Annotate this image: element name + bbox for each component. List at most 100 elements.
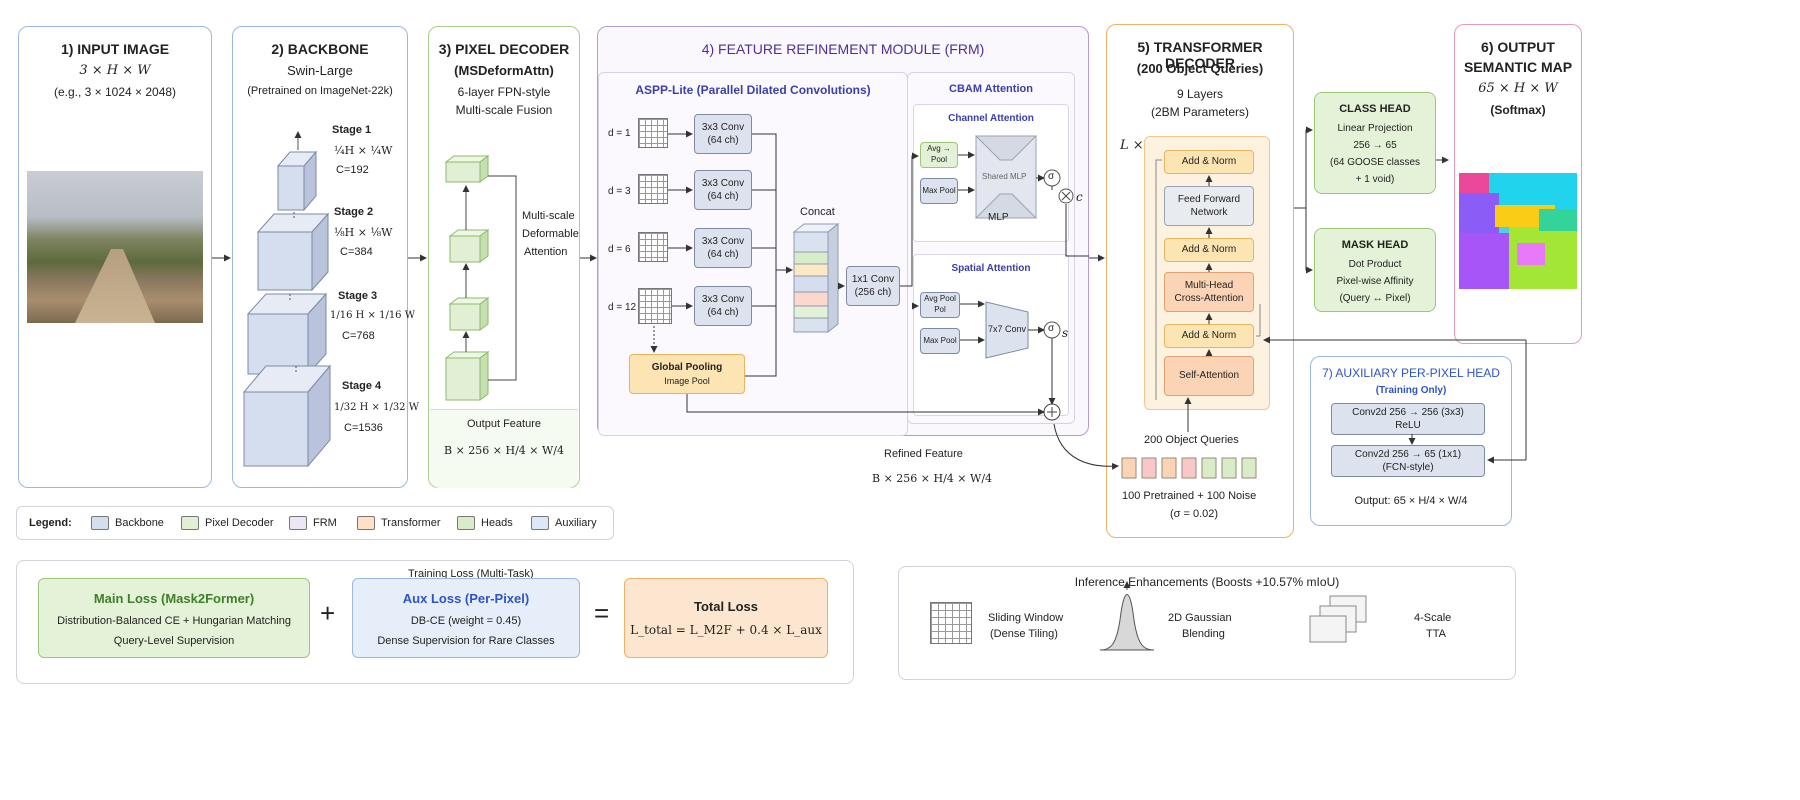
mask-head-box: MASK HEAD Dot Product Pixel-wise Affinit… [1314,228,1436,312]
legend-title: Legend: [29,517,72,529]
repeat-label: L × [1120,138,1144,153]
conv-label: 3x3 Conv [701,293,745,305]
mask-head-l2: Pixel-wise Affinity [1336,276,1414,287]
object-queries-note: 100 Pretrained + 100 Noise [1122,490,1257,502]
aux-box2-l2: (FCN-style) [1382,462,1434,473]
pd-cube-1 [444,155,490,183]
gp-sub: Image Pool [664,375,710,386]
channel-max-pool: Max Pool [920,178,958,204]
output-feature-box: Output Feature B × 256 × H/4 × W/4 [430,409,578,488]
input-image-panel: 1) INPUT IMAGE 3 × H × W (e.g., 3 × 1024… [18,26,212,488]
tf-block-label: Add & Norm [1181,330,1237,342]
backbone-note: (Pretrained on ImageNet-22k) [247,85,393,97]
stage1-name: Stage 1 [332,124,372,136]
aux-output: Output: 65 × H/4 × W/4 [1354,495,1468,507]
total-loss-formula: L_total = L_M2F + 0.4 × L_aux [630,623,822,637]
dilation-grid-1 [638,118,668,148]
conv-label: 3x3 Conv [701,235,745,247]
aux-loss-l2: Dense Supervision for Rare Classes [377,635,555,647]
mask-head-l1: Dot Product [1348,259,1402,270]
aux-conv-1x1: Conv2d 256 → 65 (1x1) (FCN-style) [1331,445,1485,477]
legend-label-pixel-decoder: Pixel Decoder [205,517,274,529]
aux-head-panel: 7) AUXILIARY PER-PIXEL HEAD (Training On… [1310,356,1512,526]
stage4-name: Stage 4 [342,380,382,392]
transformer-title: 5) TRANSFORMER DECODER [1137,39,1263,71]
stage2-channels: C=384 [340,246,373,258]
avg-pool2-label: Avg Pool Pol [924,294,956,314]
tf-block-label: Multi-Head Cross-Attention [1174,279,1244,305]
global-pooling-box: Global Pooling Image Pool [629,354,745,394]
stage1-channels: C=192 [336,164,369,176]
input-shape: 3 × H × W [79,63,151,78]
legend-swatch-heads [457,516,475,530]
legend-swatch-auxiliary [531,516,549,530]
total-loss-box: Total Loss L_total = L_M2F + 0.4 × L_aux [624,578,828,658]
main-loss-title: Main Loss (Mask2Former) [93,591,255,606]
stage1-cube [276,150,318,212]
tf-feed-forward: Feed Forward Network [1164,186,1254,226]
object-queries-sigma: (σ = 0.02) [1170,508,1219,520]
aux-conv-3x3: Conv2d 256 → 256 (3x3) ReLU [1331,403,1485,435]
dilation-grid-3 [638,174,668,204]
stage4-cube [242,364,332,468]
conv-ch: (64 ch) [707,191,739,202]
inference-title: Inference Enhancements (Boosts +10.57% m… [1074,575,1340,589]
transformer-subtitle: (200 Object Queries) [1136,61,1264,76]
channel-attention-title: Channel Attention [948,113,1034,124]
conv-ch: (64 ch) [707,249,739,260]
class-head-l4: + 1 void) [1355,174,1395,185]
dilation-3: d = 3 [608,186,631,197]
aux-head-title: 7) AUXILIARY PER-PIXEL HEAD [1322,366,1500,380]
inference-panel: Inference Enhancements (Boosts +10.57% m… [898,566,1516,680]
legend-label-backbone: Backbone [115,517,164,529]
stage4-channels: C=1536 [344,422,383,434]
spatial-avg-pool: Avg Pool Pol [920,292,960,318]
s-label: s [1062,326,1069,340]
main-loss-box: Main Loss (Mask2Former) Distribution-Bal… [38,578,310,658]
sigma-s: σ [1048,323,1055,334]
sigma-c: σ [1048,171,1055,182]
legend-label-auxiliary: Auxiliary [555,517,597,529]
deformable-attention-l1: Multi-scale [522,210,575,222]
output-note: (Softmax) [1490,103,1546,117]
class-head-title: CLASS HEAD [1339,103,1411,115]
aux-loss-box: Aux Loss (Per-Pixel) DB-CE (weight = 0.4… [352,578,580,658]
refined-feature-title: Refined Feature [884,448,963,460]
conv-ch: (64 ch) [707,307,739,318]
aspp-conv-d3: 3x3 Conv(64 ch) [694,170,752,210]
input-example: (e.g., 3 × 1024 × 2048) [53,85,177,99]
class-head-box: CLASS HEAD Linear Projection 256 → 65 (6… [1314,92,1436,194]
tf-add-norm-3: Add & Norm [1164,324,1254,348]
tf-self-attention: Self-Attention [1164,356,1254,396]
pd-cube-2 [448,229,490,263]
backbone-panel: 2) BACKBONE Swin-Large (Pretrained on Im… [232,26,408,488]
deformable-attention-l2: Deformable [522,228,579,240]
output-title-1: 6) OUTPUT [1481,39,1555,55]
aspp-conv-d12: 3x3 Conv (64 ch) [694,286,752,326]
training-loss-caption: Training Loss (Multi-Task) [408,568,534,580]
output-shape: 65 × H × W [1478,81,1558,96]
shared-mlp-label: Shared MLP [982,172,1027,181]
aux-box2-l1: Conv2d 256 → 65 (1x1) [1354,448,1462,460]
legend-label-frm: FRM [313,517,337,529]
aux-head-subtitle: (Training Only) [1375,385,1447,396]
dilation-grid-6 [638,232,668,262]
c-label: c [1076,190,1083,204]
tf-block-label: Add & Norm [1181,156,1237,168]
conv1-ch: (256 ch) [854,287,892,298]
stage3-channels: C=768 [342,330,375,342]
main-loss-l2: Query-Level Supervision [113,635,235,647]
transformer-layers: 9 Layers [1176,87,1224,101]
class-head-l3: (64 GOOSE classes [1329,157,1421,168]
dilation-6: d = 6 [608,244,631,255]
gaussian-l2: Blending [1182,628,1225,640]
stage4-size: 1/32 H × 1/32 W [334,402,420,413]
frm-title: 4) FEATURE REFINEMENT MODULE (FRM) [701,41,985,57]
